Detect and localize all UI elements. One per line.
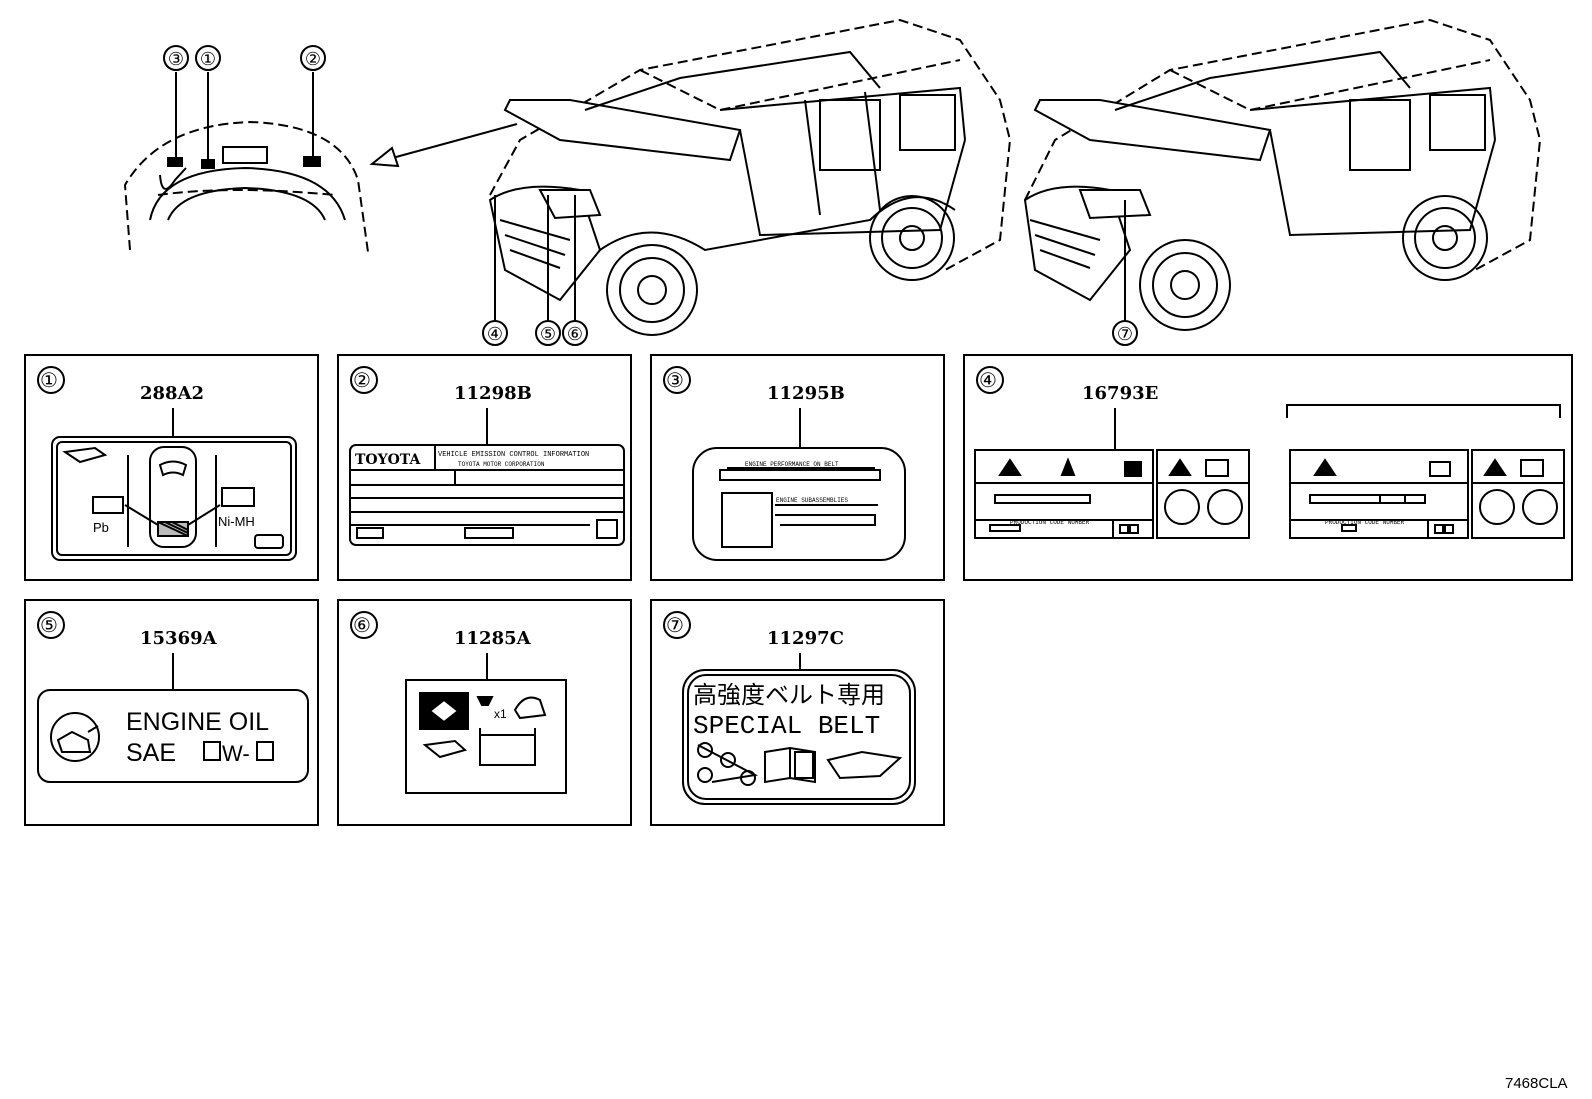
label-16793E-caution [974, 404, 1565, 539]
hood-detail-view [123, 45, 518, 253]
panel-5-frame [24, 599, 319, 826]
p2-brand: TOYOTA [355, 452, 421, 468]
suv-illustration-belt [1023, 18, 1542, 346]
panel-7-frame [650, 599, 945, 826]
label-11297C-special-belt [682, 653, 916, 805]
panel-6-frame [337, 599, 632, 826]
callout-1: ① [200, 49, 216, 69]
label-11295B-engine [692, 408, 906, 561]
p1-right-label: Ni-MH [218, 514, 255, 529]
panel-3-frame [650, 354, 945, 581]
callout-6: ⑥ [567, 324, 583, 344]
callout-5: ⑤ [540, 324, 556, 344]
label-11285A-coolant [405, 653, 567, 794]
panel-2-frame [337, 354, 632, 581]
label-15369A-engine-oil [37, 653, 309, 783]
suv-illustration-front [482, 18, 1012, 346]
callout-7: ⑦ [1117, 324, 1133, 344]
p1-left-label: Pb [93, 520, 109, 535]
callout-2: ② [305, 49, 321, 69]
panel-1-frame [24, 354, 319, 581]
p4-footer-b: PRODUCTION CODE NUMBER [1325, 519, 1405, 526]
p5-line2b: W- [222, 741, 250, 766]
p4-footer-a: PRODUCTION CODE NUMBER [1010, 519, 1090, 526]
callout-3: ③ [168, 49, 184, 69]
p5-line2a: SAE [126, 739, 176, 767]
panel-4-frame [963, 354, 1573, 581]
label-11298B-emission [349, 408, 625, 546]
p5-line1: ENGINE OIL [126, 708, 269, 736]
p3-line2: ENGINE SUBASSEMBLIES [776, 497, 848, 504]
p3-line1: ENGINE PERFORMANCE ON BELT [745, 461, 839, 468]
callout-4: ④ [487, 324, 503, 344]
p2-line1: VEHICLE EMISSION CONTROL INFORMATION [438, 451, 589, 459]
p7-line2: SPECIAL BELT [693, 711, 880, 741]
p2-line2: TOYOTA MOTOR CORPORATION [458, 461, 545, 468]
p7-line1: 高強度ベルト専用 [693, 682, 885, 709]
p6-mult: x1 [494, 707, 507, 721]
label-288A2-battery [51, 408, 297, 561]
